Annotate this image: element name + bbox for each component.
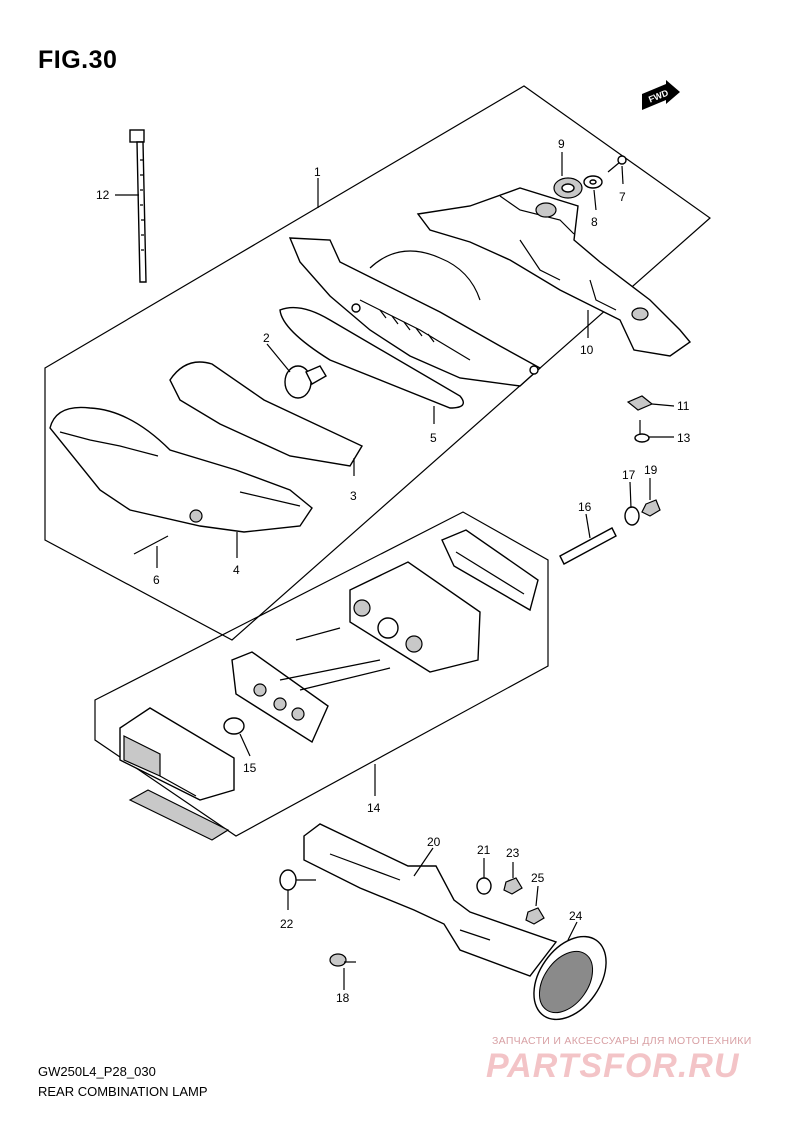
- inner-lens: [169, 361, 363, 467]
- part-label-1: 1: [314, 165, 321, 179]
- screw-13: [634, 420, 650, 443]
- part-label-18: 18: [336, 991, 350, 1005]
- cable-tie: [129, 129, 147, 283]
- leader-lines: [115, 152, 675, 990]
- figure-code: GW250L4_P28_030: [38, 1064, 156, 1079]
- part-label-10: 10: [580, 343, 594, 357]
- license-lamp-housing: [349, 561, 481, 673]
- grommet: [553, 177, 583, 199]
- part-label-20: 20: [427, 835, 441, 849]
- forward-arrow-icon: FWD: [642, 80, 680, 110]
- screw-7: [607, 155, 627, 173]
- nut-25: [525, 907, 545, 925]
- part-label-24: 24: [569, 909, 583, 923]
- rod: [559, 527, 617, 565]
- lamp-bracket: [416, 187, 692, 357]
- reflector-plate: [128, 789, 230, 841]
- license-lamp-screw: [295, 627, 341, 641]
- part-label-17: 17: [622, 468, 636, 482]
- assembly-outline-1: [44, 85, 711, 641]
- reflector: [533, 935, 607, 1021]
- part-label-25: 25: [531, 871, 545, 885]
- license-lamp-bolts: [279, 659, 391, 691]
- figure-name: REAR COMBINATION LAMP: [38, 1084, 208, 1099]
- part-label-7: 7: [619, 190, 626, 204]
- bolt-22: [279, 869, 316, 891]
- part-label-5: 5: [430, 431, 437, 445]
- part-label-15: 15: [243, 761, 257, 775]
- part-label-11: 11: [677, 399, 690, 413]
- part-label-19: 19: [644, 463, 658, 477]
- screw-6: [133, 535, 169, 555]
- part-label-14: 14: [367, 801, 381, 815]
- part-label-8: 8: [591, 215, 598, 229]
- bulb: [284, 365, 327, 399]
- part-label-9: 9: [558, 137, 565, 151]
- part-labels: 1 2 3 4 5 6 7 8 9 10 11 12 13 14 15 16 1…: [96, 137, 691, 1005]
- outer-lens: [49, 406, 313, 533]
- washer-21: [476, 877, 492, 895]
- nut-23: [503, 877, 523, 895]
- reflector-bracket: [303, 823, 558, 977]
- pin-18: [329, 953, 356, 967]
- gasket: [279, 306, 464, 409]
- clip-nut: [626, 395, 654, 411]
- license-lamp-cover: [441, 529, 539, 612]
- bulb-15: [223, 717, 245, 735]
- part-label-22: 22: [280, 917, 294, 931]
- watermark-logo: PARTSFOR.RU: [486, 1047, 740, 1085]
- lamp-housing: [288, 237, 542, 387]
- part-label-4: 4: [233, 563, 240, 577]
- figure-title: FIG.30: [38, 46, 118, 74]
- nut-19: [641, 499, 661, 517]
- part-label-2: 2: [263, 331, 270, 345]
- part-label-16: 16: [578, 500, 592, 514]
- part-label-13: 13: [677, 431, 691, 445]
- part-label-23: 23: [506, 846, 520, 860]
- socket-plate: [231, 651, 329, 744]
- part-label-3: 3: [350, 489, 357, 503]
- lens-block: [119, 707, 235, 801]
- assembly-outline-14: [94, 511, 549, 837]
- part-label-6: 6: [153, 573, 160, 587]
- part-label-21: 21: [477, 843, 491, 857]
- watermark-tagline: ЗАПЧАСТИ И АКСЕССУАРЫ ДЛЯ МОТОТЕХНИКИ: [492, 1035, 752, 1047]
- washer-8: [583, 175, 603, 189]
- part-label-12: 12: [96, 188, 110, 202]
- washer-17: [624, 506, 640, 526]
